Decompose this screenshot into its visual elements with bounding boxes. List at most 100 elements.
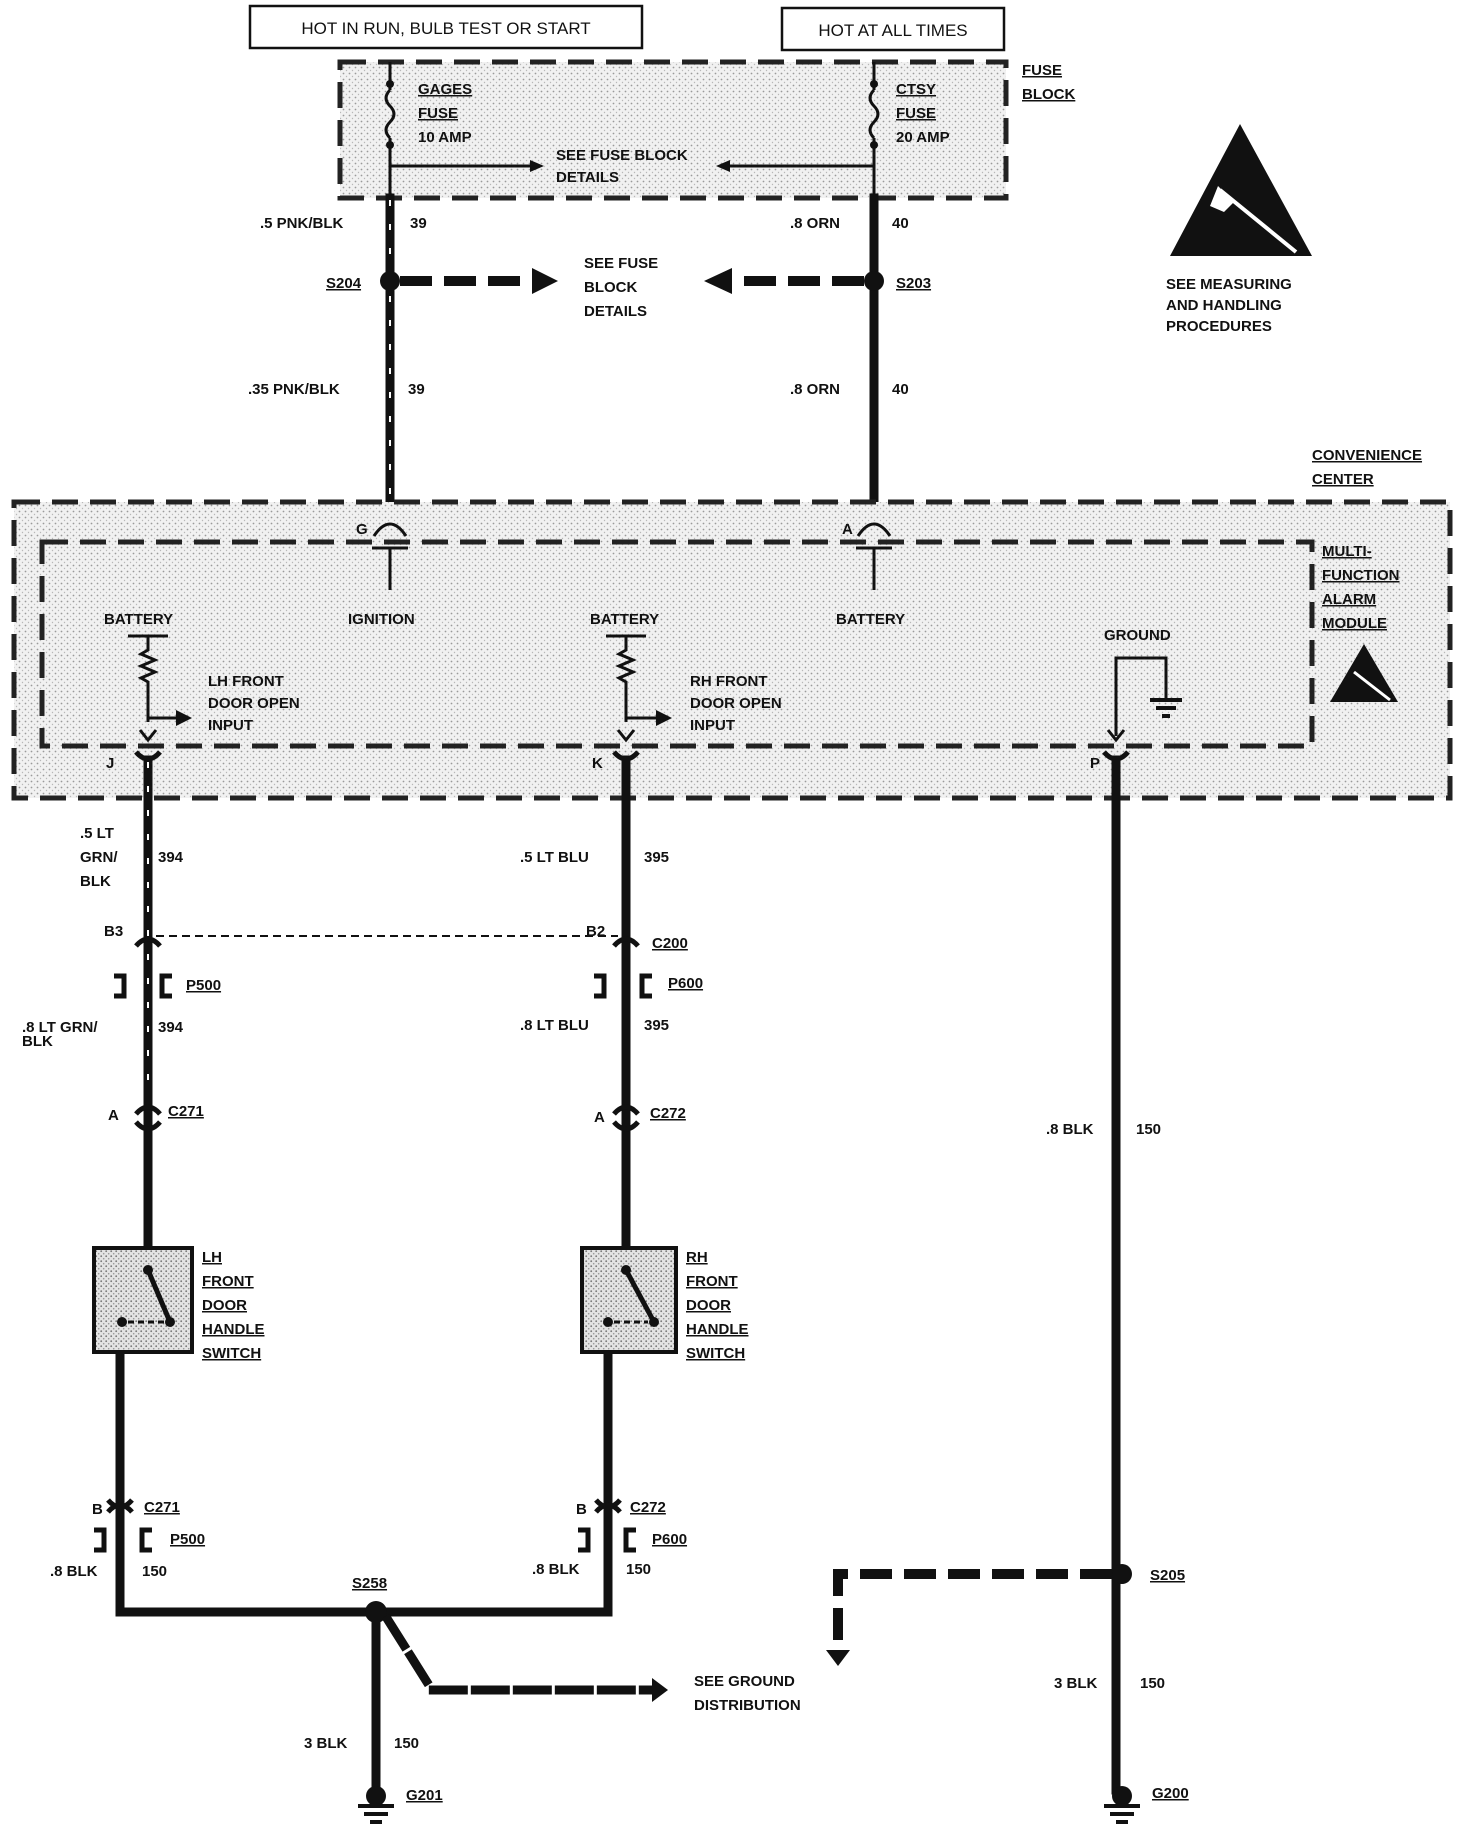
- p600-bracket-right: [639, 973, 652, 999]
- fuse-block-label-2: BLOCK: [1022, 86, 1075, 103]
- rh-pullup-resistor-icon: [615, 636, 637, 722]
- c271-pin-b: B: [92, 1501, 103, 1518]
- rh-switch-label-4: HANDLE: [686, 1321, 749, 1338]
- wire-40-size-lower: .8 ORN: [790, 381, 840, 398]
- s258-ground-dist-wire: [381, 1613, 655, 1695]
- wire-150-size-right: .8 BLK: [1046, 1121, 1094, 1138]
- hot-in-run-label: HOT IN RUN, BULB TEST OR START: [301, 19, 590, 38]
- c200-connector-rh: [612, 936, 640, 948]
- c200-pin-b3: B3: [104, 923, 123, 940]
- esd-note-1: SEE MEASURING: [1166, 276, 1292, 293]
- fuse-detail-label-1: SEE FUSE BLOCK: [556, 147, 688, 164]
- s205-ground-dist-wire: [833, 1569, 1112, 1650]
- fuse-detail-label-2: DETAILS: [556, 169, 619, 186]
- lh-switch-label-1: LH: [202, 1249, 222, 1266]
- lh-input-label-2: DOOR OPEN: [208, 695, 300, 712]
- ground-pin-arrow-icon: [1106, 729, 1126, 743]
- convenience-center-label-2: CENTER: [1312, 471, 1374, 488]
- pin-k-label: K: [592, 755, 603, 772]
- splice-s258-label: S258: [352, 1575, 387, 1592]
- rh-pin-arrow-icon: [616, 729, 636, 743]
- rh-input-label-1: RH FRONT: [690, 673, 768, 690]
- c200-connector-lh: [134, 936, 162, 948]
- wire-150-num-rh: 150: [626, 1561, 651, 1578]
- module-label-3: ALARM: [1322, 591, 1376, 608]
- wire-395-num-lower: 395: [644, 1017, 669, 1034]
- esd-warning-icon: [1170, 124, 1312, 256]
- lh-switch-contact-bottom: [165, 1317, 175, 1327]
- left-arrow-icon: [704, 268, 732, 294]
- c271-label-a: C271: [168, 1103, 204, 1120]
- p500-label-upper: P500: [186, 977, 221, 994]
- lh-pin-arrow-icon: [138, 729, 158, 743]
- wire-394-size-c: BLK: [80, 873, 111, 890]
- battery-lh-label: BATTERY: [104, 611, 173, 628]
- c271-connector-a: [134, 1104, 162, 1132]
- ctsy-fuse-label-2: FUSE: [896, 105, 936, 122]
- pin-j-label: J: [106, 755, 114, 772]
- splice-detail-3: DETAILS: [584, 303, 647, 320]
- lh-switch-contact-left: [117, 1317, 127, 1327]
- fuse-block-label-1: FUSE: [1022, 62, 1062, 79]
- pin-a-connector: [856, 522, 892, 537]
- splice-s204-label: S204: [326, 275, 362, 292]
- wire-150-num-right: 150: [1136, 1121, 1161, 1138]
- p600-lower-bracket-left: [578, 1527, 591, 1553]
- ground-bus-wire: [115, 1525, 613, 1617]
- ground-g200-label: G200: [1152, 1785, 1189, 1802]
- splice-s203-label: S203: [896, 275, 931, 292]
- rh-switch-label-5: SWITCH: [686, 1345, 745, 1362]
- esd-note-2: AND HANDLING: [1166, 297, 1282, 314]
- ground-label: GROUND: [1104, 627, 1171, 644]
- wire-394-size-a: .5 LT: [80, 825, 114, 842]
- p500-lower-bracket-right: [139, 1527, 152, 1553]
- left-arrow-icon: [716, 160, 730, 172]
- rh-switch-label-3: DOOR: [686, 1297, 731, 1314]
- lh-switch-blade-icon: [145, 1269, 173, 1323]
- module-label-4: MODULE: [1322, 615, 1387, 632]
- c272-label-b: C272: [630, 1499, 666, 1516]
- wire-394-size-lower-a: .8 LT GRN/: [22, 1019, 98, 1036]
- c200-label: C200: [652, 935, 688, 952]
- c272-pin-a: A: [594, 1109, 605, 1126]
- pin-a-label: A: [842, 521, 853, 538]
- lh-switch-label-3: DOOR: [202, 1297, 247, 1314]
- rh-switch-contact-bottom: [649, 1317, 659, 1327]
- ground-g200-icon: [1104, 1786, 1140, 1824]
- lh-input-label-1: LH FRONT: [208, 673, 284, 690]
- lh-pullup-resistor-icon: [137, 636, 159, 722]
- ground-dist-label-2: DISTRIBUTION: [694, 1697, 801, 1714]
- p600-lower-bracket-right: [623, 1527, 636, 1553]
- right-arrow-icon: [176, 710, 192, 726]
- convenience-center-label-1: CONVENIENCE: [1312, 447, 1422, 464]
- p500-label-lower: P500: [170, 1531, 205, 1548]
- c271-pin-a: A: [108, 1107, 119, 1124]
- ground-g201-label: G201: [406, 1787, 443, 1804]
- gages-fuse-label-3: 10 AMP: [418, 129, 472, 146]
- splice-s205-label: S205: [1150, 1567, 1185, 1584]
- ground-icon: [1150, 698, 1182, 718]
- wire-395-size-lower: .8 LT BLU: [520, 1017, 589, 1034]
- esd-warning-small-icon: [1330, 644, 1398, 702]
- pin-p-label: P: [1090, 755, 1100, 772]
- ctsy-fuse-icon: [868, 88, 880, 140]
- wire-394-num-lower: 394: [158, 1019, 184, 1036]
- splice-s205: [1112, 1564, 1132, 1584]
- wire-394-size-lower-b: BLK: [22, 1033, 53, 1050]
- ctsy-fuse-node-top: [870, 80, 878, 88]
- p500-bracket-left: [114, 973, 127, 999]
- right-arrow-icon: [532, 268, 558, 294]
- right-arrow-icon: [656, 710, 672, 726]
- p600-label-lower: P600: [652, 1531, 687, 1548]
- lh-switch-label-4: HANDLE: [202, 1321, 265, 1338]
- down-arrow-icon: [826, 1650, 850, 1666]
- wire-150-size-lh: .8 BLK: [50, 1563, 98, 1580]
- ignition-label: IGNITION: [348, 611, 415, 628]
- module-label-2: FUNCTION: [1322, 567, 1400, 584]
- alarm-module-box: [39, 539, 1315, 749]
- c271-connector-b: [106, 1498, 134, 1514]
- c200-pin-b2: B2: [586, 923, 605, 940]
- wire-40-size-upper: .8 ORN: [790, 215, 840, 232]
- p500-bracket-right: [159, 973, 172, 999]
